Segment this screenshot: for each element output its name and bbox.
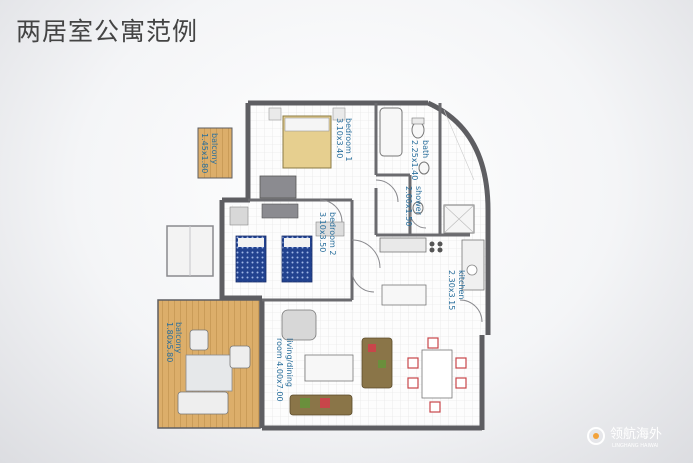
bath-name: bath xyxy=(421,140,430,158)
shower-dims: 2.00x1.50 xyxy=(404,186,413,226)
balcony-small: balcony 1.45x1.80 xyxy=(197,127,233,179)
kitchen-name: kitchen xyxy=(457,270,466,299)
watermark: 领航海外 LINGHANG HAIWAI xyxy=(587,426,662,449)
balcony-large-name: balcony xyxy=(174,322,183,354)
watermark-sub: LINGHANG HAIWAI xyxy=(612,443,658,449)
door-swings xyxy=(319,179,483,323)
kitchen-furniture: kitchen 2.30x3.15 xyxy=(379,237,485,310)
shower-furniture: shower 2.00x1.50 xyxy=(404,109,475,234)
kitchen-dims: 2.30x3.15 xyxy=(447,270,456,310)
living-name: living/dining xyxy=(285,338,294,387)
living-furniture: living/dining room 4.00x7.00 xyxy=(275,309,467,416)
interior-walls xyxy=(248,103,470,302)
bedroom2-name: bedroom 2 xyxy=(328,212,337,255)
living-dims: room 4.00x7.00 xyxy=(275,338,284,402)
bedroom1-furniture: bedroom 1 3.10x3.40 xyxy=(259,107,353,199)
bedroom2-furniture: bedroom 2 3.10x3.50 xyxy=(229,203,345,283)
balcony-large-dims: 1.80x5.80 xyxy=(165,322,174,362)
bedroom1-name: bedroom 1 xyxy=(344,118,353,161)
bath-dims: 2.25x1.40 xyxy=(410,140,419,180)
bedroom2-dims: 3.10x3.50 xyxy=(318,212,327,252)
window-left xyxy=(166,225,214,277)
balcony-small-name: balcony xyxy=(210,133,219,165)
shower-name: shower xyxy=(414,186,423,216)
bedroom1-dims: 3.10x3.40 xyxy=(335,118,344,158)
watermark-name: 领航海外 xyxy=(610,426,662,442)
bath-furniture: bath 2.25x1.40 xyxy=(379,107,430,180)
page-title: 两居室公寓范例 xyxy=(16,17,199,46)
balcony-small-dims: 1.45x1.80 xyxy=(200,133,209,173)
balcony-large: balcony 1.80x5.80 xyxy=(157,299,261,429)
